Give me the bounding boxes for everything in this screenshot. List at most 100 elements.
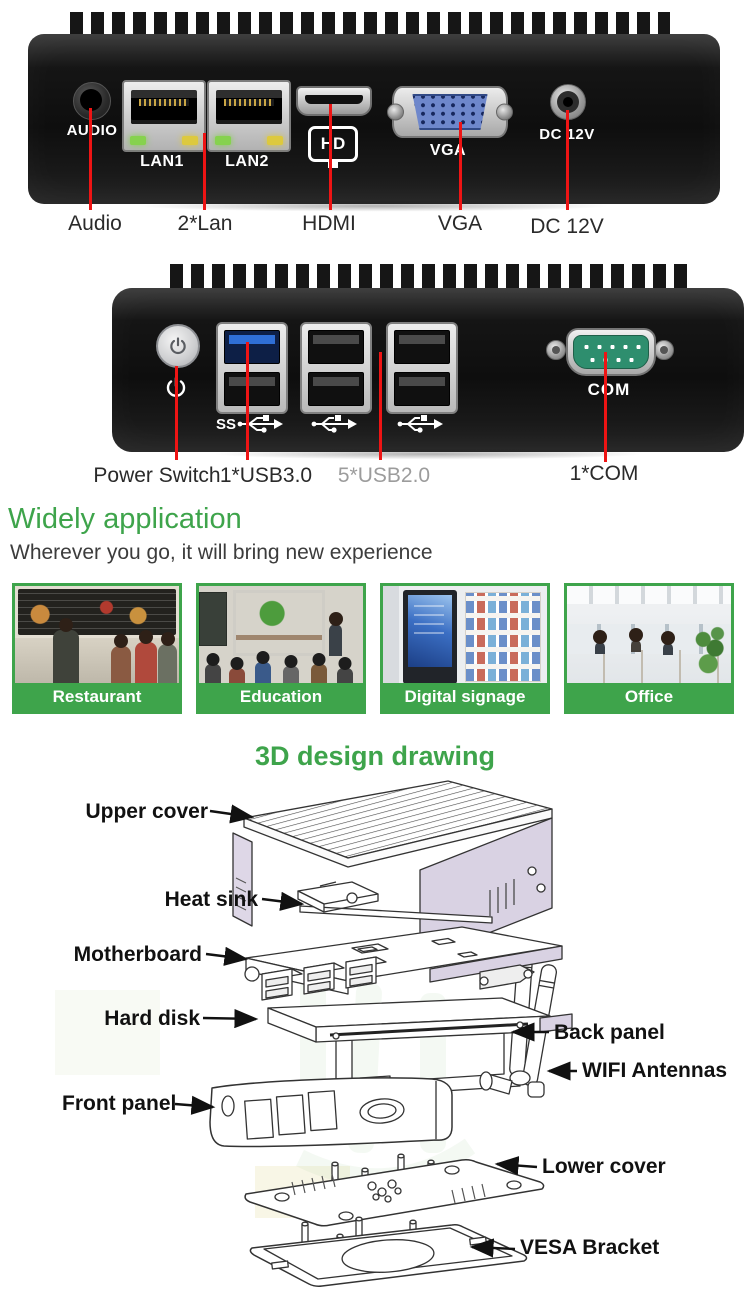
usb3-ss-icon: SS [216, 415, 283, 433]
callout-com: 1*COM [569, 462, 639, 485]
callout-audio: Audio [68, 212, 122, 235]
application-card-education: Education [196, 583, 366, 714]
student [255, 662, 271, 683]
usb2-port [224, 372, 280, 406]
vga-connector [412, 94, 488, 130]
part-label-vesa-bracket: VESA Bracket [520, 1236, 660, 1259]
com-connector [573, 335, 649, 369]
usb2-port [394, 372, 450, 406]
usb-stack-3 [386, 322, 458, 414]
person [135, 642, 157, 683]
lan1-print: LAN1 [140, 153, 184, 170]
com-screw-left [546, 340, 566, 360]
vesa-bracket-drawing [249, 1216, 528, 1287]
design-drawing-title: 3D design drawing [254, 741, 496, 771]
applications-subtitle: Wherever you go, it will bring new exper… [10, 541, 433, 564]
application-card-restaurant: Restaurant [12, 583, 182, 714]
menu-boards [18, 589, 176, 635]
usb2-port [308, 372, 364, 406]
upper-cover-drawing [232, 780, 553, 961]
power-icon [170, 337, 186, 355]
com-print: COM [587, 380, 631, 399]
callout-usb2: 5*USB2.0 [337, 464, 431, 487]
callout-power-switch: Power Switch [93, 464, 221, 487]
lan2-port [207, 80, 291, 152]
lan1-cavity [131, 90, 197, 124]
exploded-view-drawing [55, 780, 577, 1287]
callout-2lan: 2*Lan [177, 212, 233, 235]
callout-line-vga [459, 122, 462, 210]
heatsink-fins [70, 12, 670, 38]
rear-view-figure: SS COM Power Switch 1*USB3.0 5*USB2.0 1*… [0, 252, 750, 497]
caption-restaurant: Restaurant [15, 683, 179, 711]
com-screw-right [654, 340, 674, 360]
kiosk-screen [408, 595, 452, 667]
worker [631, 640, 641, 652]
lan1-port [122, 80, 206, 152]
applications-title: Widely application [8, 503, 242, 535]
audio-jack-hole [80, 89, 102, 111]
lan1-led-green [130, 136, 146, 145]
callout-hdmi: HDMI [302, 212, 356, 235]
usb-icon [397, 415, 443, 433]
education-photo [199, 586, 363, 683]
office-photo [567, 586, 731, 683]
caption-signage: Digital signage [383, 683, 547, 711]
vga-print: VGA [429, 142, 467, 159]
vga-port [392, 86, 508, 138]
usb3-port [224, 330, 280, 364]
person [111, 646, 131, 683]
lower-cover-screws [367, 1179, 402, 1203]
wall [383, 586, 399, 683]
plant [693, 622, 727, 680]
restaurant-photo [15, 586, 179, 683]
usb-stack-1 [216, 322, 288, 414]
power-button [156, 324, 200, 368]
part-label-hard-disk: Hard disk [104, 1007, 200, 1030]
person [158, 644, 177, 683]
device-shadow [38, 198, 710, 214]
mb-usb-blocks [261, 956, 387, 1001]
application-card-signage: Digital signage [380, 583, 550, 714]
heatsink-fins-rear [170, 264, 690, 290]
signage-photo [383, 586, 547, 683]
lan2-led-yellow [267, 136, 283, 145]
worker [595, 642, 605, 654]
part-label-front-panel: Front panel [62, 1092, 177, 1115]
usb-stack-2 [300, 322, 372, 414]
motherboard-drawing [244, 926, 563, 1001]
label-arrows [174, 804, 577, 1258]
front-view-figure: AUDIO LAN1 LAN2 HD VGA DC 12V Audio 2*La… [0, 0, 750, 250]
lan1-led-yellow [182, 136, 198, 145]
callout-vga: VGA [437, 212, 483, 235]
student [283, 666, 299, 683]
callout-line-lan [203, 133, 206, 210]
callout-line-com [604, 352, 607, 462]
svg-text:SS: SS [216, 416, 236, 433]
part-label-upper-cover: Upper cover [85, 800, 208, 823]
device-shadow-rear [122, 446, 734, 462]
callout-line-usb3 [246, 342, 249, 460]
lan2-led-green [215, 136, 231, 145]
part-label-heat-sink: Heat sink [164, 888, 258, 911]
student [229, 668, 245, 683]
callout-line-power [175, 366, 178, 460]
callout-line-dc [566, 110, 569, 210]
front-panel-drawing [209, 1077, 453, 1148]
brochure-rack [465, 592, 541, 682]
teacher [329, 624, 342, 656]
callout-line-audio [89, 108, 92, 210]
hard-disk-drawing [267, 997, 573, 1043]
usb2-port [394, 330, 450, 364]
part-label-wifi-antennas: WIFI Antennas [582, 1059, 728, 1082]
part-label-motherboard: Motherboard [73, 943, 202, 966]
applications-section: Widely application Wherever you go, it w… [0, 500, 750, 720]
lower-cover-drawing [244, 1153, 545, 1227]
part-label-lower-cover: Lower cover [542, 1155, 666, 1178]
hdmi-port [296, 86, 372, 116]
callout-dc12v: DC 12V [530, 215, 604, 238]
audio-jack [73, 82, 111, 120]
ceiling-lights [567, 586, 731, 604]
person [53, 630, 79, 683]
